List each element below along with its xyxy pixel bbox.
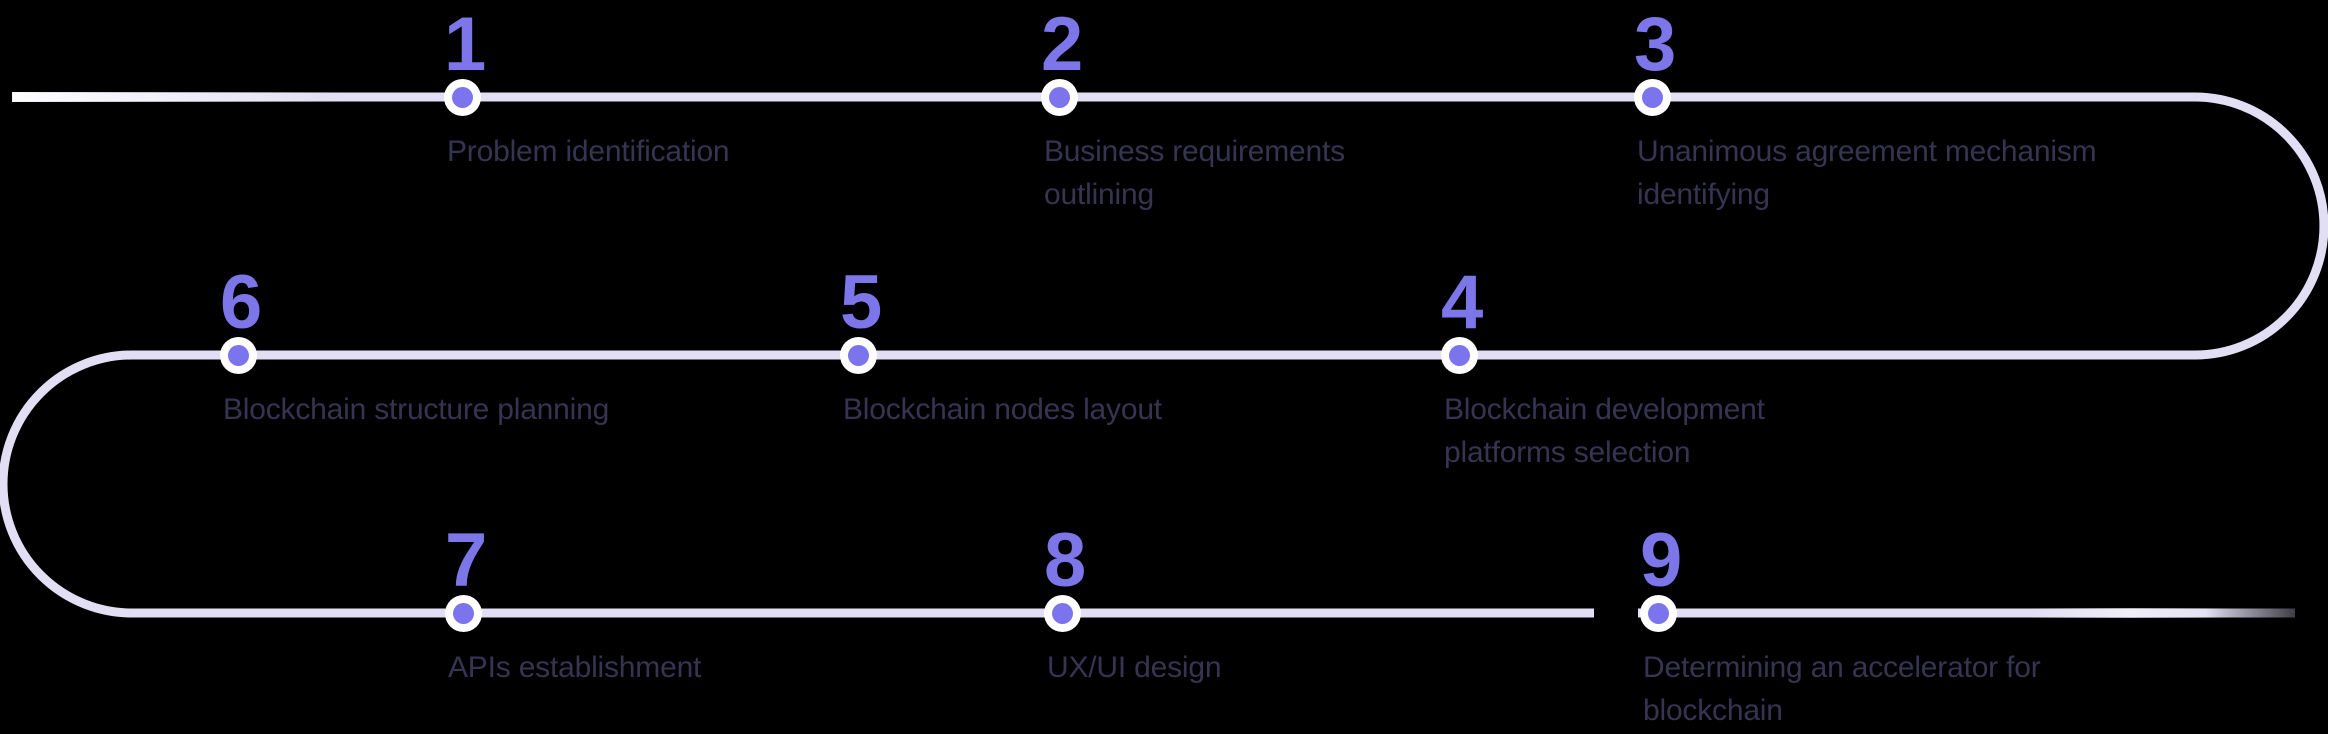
line-gap-before-step9 <box>1594 607 1638 618</box>
step-label: APIs establishment <box>448 651 702 684</box>
step-label: Blockchain development platforms selecti… <box>1444 393 1765 469</box>
step-label: Blockchain nodes layout <box>843 393 1162 426</box>
step-label: Determining an accelerator for blockchai… <box>1643 651 2041 727</box>
step-label: Problem identification <box>447 135 730 168</box>
step-number: 5 <box>840 260 882 345</box>
step-marker-dot <box>444 79 481 116</box>
step-number: 3 <box>1634 2 1676 87</box>
step-marker-core <box>452 87 473 108</box>
step-marker-dot <box>1044 595 1081 632</box>
step-label: Business requirements outlining <box>1044 135 1345 211</box>
line-end-white-shine <box>2030 608 2230 618</box>
step-number: 9 <box>1640 518 1682 603</box>
step-marker-core <box>1449 345 1470 366</box>
step-label: Unanimous agreement mechanism identifyin… <box>1637 135 2097 211</box>
step-label: UX/UI design <box>1047 651 1222 684</box>
step-marker-core <box>1648 603 1669 624</box>
step-number: 4 <box>1441 260 1483 345</box>
line-start-white-fade <box>12 92 342 102</box>
step-marker-dot <box>840 337 877 374</box>
step-label: Blockchain structure planning <box>223 393 610 426</box>
step-marker-dot <box>1441 337 1478 374</box>
step-marker-core <box>1049 87 1070 108</box>
step-marker-dot <box>445 595 482 632</box>
line-end-fade-out <box>2205 607 2328 618</box>
step-marker-dot <box>220 337 257 374</box>
step-marker-core <box>453 603 474 624</box>
step-number: 2 <box>1041 2 1083 87</box>
step-number: 1 <box>444 2 486 87</box>
step-marker-core <box>1642 87 1663 108</box>
snake-path <box>0 92 2328 618</box>
step-marker-core <box>1052 603 1073 624</box>
step-marker-dot <box>1640 595 1677 632</box>
step-number: 6 <box>220 260 262 345</box>
step-number: 8 <box>1044 518 1086 603</box>
step-marker-dot <box>1634 79 1671 116</box>
step-marker-core <box>848 345 869 366</box>
step-marker-dot <box>1041 79 1078 116</box>
step-number: 7 <box>445 518 487 603</box>
step-marker-core <box>228 345 249 366</box>
